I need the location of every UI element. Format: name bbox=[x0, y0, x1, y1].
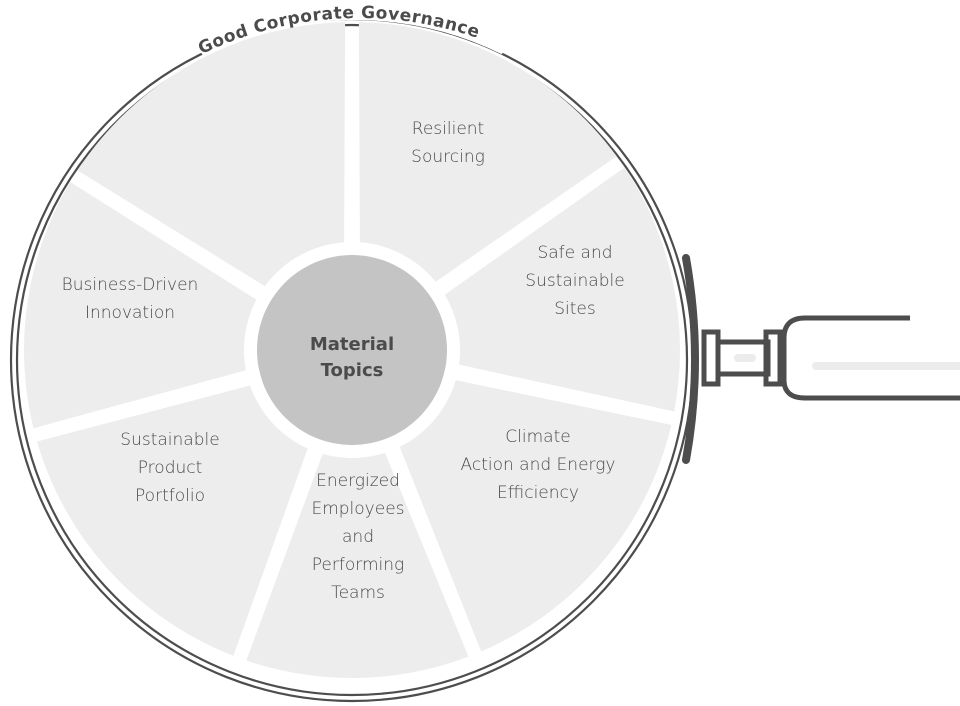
segment-label-climate-action-and-energy-efficiency-line-1: Climate bbox=[505, 427, 570, 447]
segment-sustainable-product-portfolio bbox=[24, 182, 257, 429]
handle-collar-arc bbox=[682, 254, 699, 464]
center-label-line1: Material bbox=[310, 334, 394, 355]
title-gap bbox=[196, 6, 509, 57]
segment-climate-action-and-energy-efficiency bbox=[246, 452, 469, 679]
segment-label-energized-employees-and-performing-teams-line-2: Employees bbox=[311, 499, 404, 519]
segment-label-sustainable-product-portfolio-line-1: Sustainable bbox=[120, 430, 219, 450]
segment-label-safe-and-sustainable-sites-line-1: Safe and bbox=[537, 243, 612, 263]
segment-label-resilient-sourcing-line-1: Resilient bbox=[412, 119, 484, 139]
segment-label-business-driven-innovation-line-2: Innovation bbox=[85, 303, 175, 323]
segment-safe-and-sustainable-sites bbox=[399, 380, 672, 652]
segment-label-sustainable-product-portfolio-line-3: Portfolio bbox=[135, 486, 205, 506]
segment-label-safe-and-sustainable-sites-line-2: Sustainable bbox=[525, 271, 624, 291]
handle-highlight bbox=[812, 362, 960, 370]
segment-energized-employees-and-performing-teams bbox=[37, 385, 308, 656]
joint-highlight bbox=[734, 354, 756, 362]
segment-label-energized-employees-and-performing-teams-line-1: Energized bbox=[316, 471, 400, 491]
segment-label-energized-employees-and-performing-teams-line-4: Performing bbox=[312, 555, 404, 575]
segment-business-driven-innovation bbox=[77, 22, 346, 287]
segment-resilient-sourcing bbox=[444, 167, 680, 412]
segment-label-safe-and-sustainable-sites-line-3: Sites bbox=[554, 299, 596, 319]
segment-label-climate-action-and-energy-efficiency-line-2: Action and Energy bbox=[461, 455, 616, 475]
center-circle bbox=[257, 255, 447, 445]
segment-label-climate-action-and-energy-efficiency-line-3: Efficiency bbox=[497, 483, 579, 503]
segment-label-resilient-sourcing-line-2: Sourcing bbox=[411, 147, 485, 167]
center-label-line2: Topics bbox=[321, 360, 384, 381]
segment-label-energized-employees-and-performing-teams-line-5: Teams bbox=[331, 583, 385, 603]
segment-label-sustainable-product-portfolio-line-2: Product bbox=[138, 458, 203, 478]
segment-valuing-customer-relations bbox=[358, 22, 617, 282]
inner-ring bbox=[15, 23, 689, 697]
segment-label-energized-employees-and-performing-teams-line-3: and bbox=[342, 527, 374, 547]
segments-group: ValuingCustomerRelationsResilientSourcin… bbox=[24, 22, 680, 679]
magnifier-handle bbox=[682, 254, 960, 464]
segment-label-business-driven-innovation-line-1: Business-Driven bbox=[62, 275, 199, 295]
handle-joint-3 bbox=[763, 329, 783, 387]
handle-bar bbox=[781, 315, 960, 401]
